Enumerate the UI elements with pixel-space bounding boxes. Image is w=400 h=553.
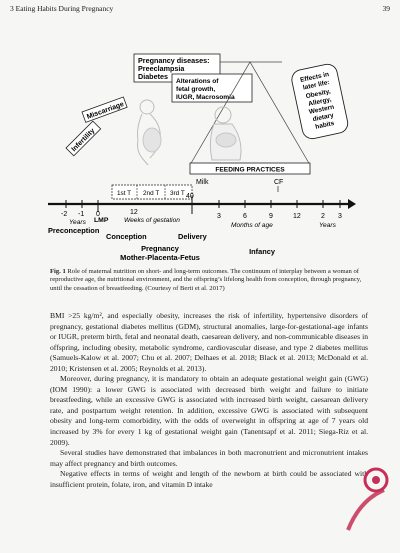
preconception-label: Preconception bbox=[48, 226, 100, 235]
running-header: 3 Eating Habits During Pregnancy 39 bbox=[10, 4, 390, 16]
alterations-box bbox=[171, 73, 253, 103]
paragraph-4: Negative effects in terms of weight and … bbox=[50, 469, 368, 489]
feeding-practices-box bbox=[189, 162, 311, 175]
paragraph-3: Several studies have demonstrated that i… bbox=[50, 448, 368, 468]
tick-3-months: 3 bbox=[217, 213, 221, 220]
effects-line-6: dietary bbox=[312, 112, 335, 123]
feeding-practices-label: FEEDING PRACTICES bbox=[215, 167, 285, 174]
tick-40-weeks: 40 bbox=[186, 193, 194, 200]
years-right-label: Years bbox=[319, 222, 337, 229]
mother-placenta-fetus-label: Mother-Placenta-Fetus bbox=[120, 253, 200, 262]
trimester-3-label: 3rd T bbox=[170, 190, 185, 197]
header-page-number: 39 bbox=[382, 4, 391, 13]
paragraph-1: BMI >25 kg/m², and especially obesity, i… bbox=[50, 311, 368, 373]
figure-caption-text: Role of maternal nutrition on short- and… bbox=[50, 268, 362, 292]
pregnancy-label: Pregnancy bbox=[141, 244, 180, 253]
milk-label: Milk bbox=[196, 179, 209, 186]
alterations-line-3: IUGR, Macrosomia bbox=[176, 94, 235, 101]
paragraph-2: Moreover, during pregnancy, it is mandat… bbox=[50, 374, 368, 447]
pregnant-woman-illustration bbox=[137, 99, 162, 166]
trimester-boxes bbox=[111, 184, 193, 200]
delivery-label: Delivery bbox=[178, 232, 208, 241]
tick-12-weeks: 12 bbox=[130, 209, 138, 216]
miscarriage-box bbox=[81, 96, 128, 123]
header-chapter-title: 3 Eating Habits During Pregnancy bbox=[10, 4, 114, 13]
figure-label: Fig. 1 bbox=[50, 268, 66, 275]
figure-caption: Fig. 1 Role of maternal nutrition on sho… bbox=[50, 268, 368, 293]
tick-3-years: 3 bbox=[338, 213, 342, 220]
effects-later-life-box bbox=[291, 63, 349, 140]
tick-9-months: 9 bbox=[269, 213, 273, 220]
diabetes-label: Diabetes bbox=[138, 72, 168, 81]
body-text: BMI >25 kg/m², and especially obesity, i… bbox=[50, 311, 368, 490]
tick-12-months: 12 bbox=[293, 213, 301, 220]
preeclampsia-label: Preeclampsia bbox=[138, 64, 185, 73]
trimester-1-label: 1st T bbox=[117, 190, 131, 197]
months-of-age-label: Months of age bbox=[231, 222, 273, 229]
cf-label: CF bbox=[274, 179, 283, 186]
tick-0: 0 bbox=[96, 211, 100, 218]
infertility-box bbox=[65, 120, 102, 157]
alterations-line-2: fetal growth, bbox=[176, 86, 215, 93]
tick-6-months: 6 bbox=[243, 213, 247, 220]
effects-line-7: habits bbox=[315, 120, 336, 131]
effects-line-4: Allergy, bbox=[308, 96, 332, 108]
years-left-label: Years bbox=[69, 219, 87, 226]
lmp-label: LMP bbox=[94, 217, 109, 224]
pregnancy-diseases-label: Pregnancy diseases: bbox=[138, 56, 210, 65]
publisher-watermark-logo bbox=[346, 467, 389, 531]
mother-baby-illustration bbox=[209, 106, 242, 161]
tick-2-years: 2 bbox=[321, 213, 325, 220]
trimester-2-label: 2nd T bbox=[143, 190, 159, 197]
infancy-label: Infancy bbox=[249, 247, 276, 256]
conception-label: Conception bbox=[106, 232, 147, 241]
tick-minus-2: -2 bbox=[61, 211, 67, 218]
weeks-of-gestation-label: Weeks of gestation bbox=[124, 217, 180, 224]
tick-minus-1: -1 bbox=[78, 211, 84, 218]
alterations-line-1: Alterations of bbox=[176, 78, 219, 85]
figure-1: Pregnancy diseases: Preeclampsia Diabete… bbox=[48, 53, 356, 262]
